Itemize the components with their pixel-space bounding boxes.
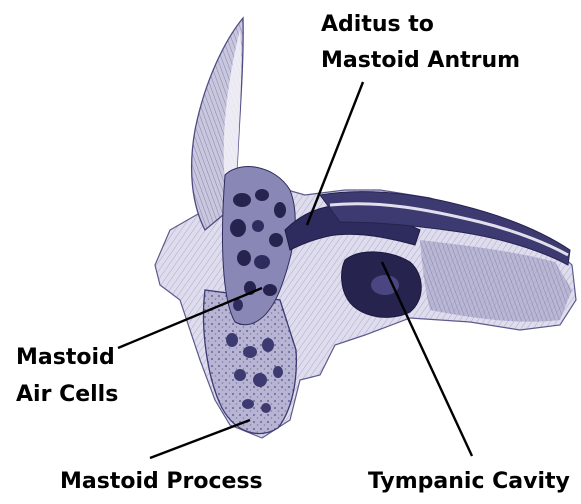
label-aditus-line2: Mastoid Antrum <box>321 46 520 75</box>
mastoid-process-leader-line <box>150 420 250 458</box>
label-mastoid-process: Mastoid Process <box>60 467 263 496</box>
label-tympanic-cavity: Tympanic Cavity <box>368 467 570 496</box>
label-air-cells-line1: Mastoid <box>16 343 115 372</box>
label-aditus-line1: Aditus to <box>321 10 434 39</box>
label-air-cells-line2: Air Cells <box>16 380 118 409</box>
